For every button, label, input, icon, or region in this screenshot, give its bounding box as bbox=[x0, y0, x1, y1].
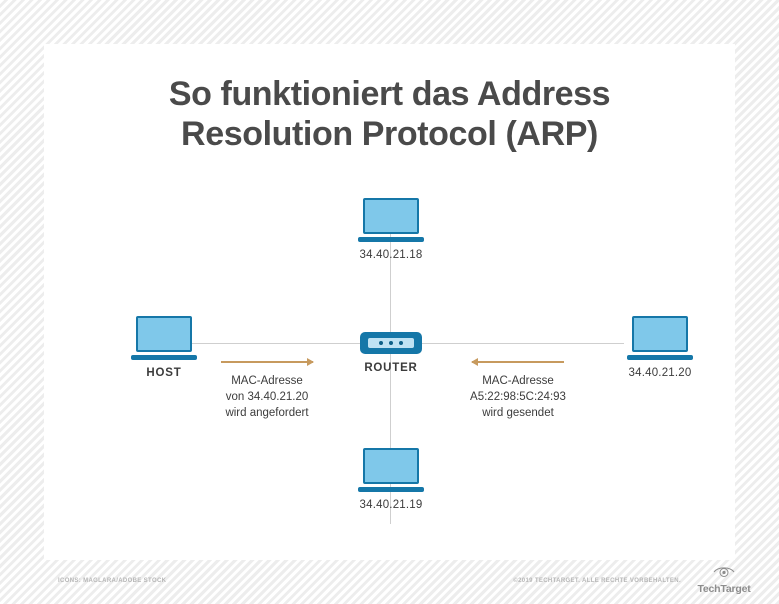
annotation-reply-text: MAC-Adresse A5:22:98:5C:24:93 wird gesen… bbox=[428, 373, 608, 421]
node-left-label: HOST bbox=[146, 367, 182, 379]
techtarget-wordmark: TechTarget bbox=[697, 583, 751, 595]
node-right-label: 34.40.21.20 bbox=[628, 367, 692, 379]
node-left-host: HOST bbox=[109, 316, 219, 379]
arrow-left-icon bbox=[471, 358, 564, 366]
node-bottom: 34.40.21.19 bbox=[336, 448, 446, 511]
content-card: So funktioniert das Address Resolution P… bbox=[44, 44, 735, 560]
arrow-shaft bbox=[221, 361, 313, 363]
arrow-right-icon bbox=[221, 358, 314, 366]
node-center-router: ROUTER bbox=[336, 332, 446, 374]
router-led-strip bbox=[368, 338, 414, 348]
laptop-icon bbox=[627, 316, 693, 360]
title-line-2: Resolution Protocol (ARP) bbox=[181, 115, 598, 153]
laptop-screen bbox=[632, 316, 688, 352]
arrow-head bbox=[471, 358, 478, 366]
arrow-shaft bbox=[472, 361, 564, 363]
router-label: ROUTER bbox=[364, 362, 418, 374]
node-top: 34.40.21.18 bbox=[336, 198, 446, 261]
copyright-notice: ©2019 TECHTARGET. ALLE RECHTE VORBEHALTE… bbox=[513, 578, 681, 584]
laptop-icon bbox=[131, 316, 197, 360]
annotation-request-line-2: von 34.40.21.20 bbox=[225, 391, 309, 403]
arrow-head bbox=[307, 358, 314, 366]
annotation-reply-line-2: A5:22:98:5C:24:93 bbox=[470, 391, 566, 403]
annotation-reply-line-3: wird gesendet bbox=[482, 407, 554, 419]
laptop-screen bbox=[136, 316, 192, 352]
annotation-request-line-3: wird angefordert bbox=[225, 407, 309, 419]
laptop-icon bbox=[358, 198, 424, 242]
annotation-reply-line-1: MAC-Adresse bbox=[482, 375, 554, 387]
connector-line-vertical bbox=[390, 224, 391, 524]
annotation-request: MAC-Adresse von 34.40.21.20 wird angefor… bbox=[177, 358, 357, 421]
laptop-base bbox=[358, 487, 424, 492]
router-led-dot bbox=[399, 341, 403, 345]
laptop-icon bbox=[358, 448, 424, 492]
router-icon bbox=[360, 332, 422, 354]
router-led-dot bbox=[379, 341, 383, 345]
icon-credit: ICONS: MAGLARA/ADOBE STOCK bbox=[58, 578, 167, 584]
laptop-screen bbox=[363, 198, 419, 234]
node-bottom-label: 34.40.21.19 bbox=[359, 499, 423, 511]
techtarget-logo: TechTarget bbox=[687, 565, 761, 597]
node-right: 34.40.21.20 bbox=[605, 316, 715, 379]
node-top-label: 34.40.21.18 bbox=[359, 249, 423, 261]
arp-network-diagram: 34.40.21.18 HOST 34.40.21.20 bbox=[44, 44, 735, 560]
page-title: So funktioniert das Address Resolution P… bbox=[44, 74, 735, 154]
annotation-request-text: MAC-Adresse von 34.40.21.20 wird angefor… bbox=[177, 373, 357, 421]
annotation-request-line-1: MAC-Adresse bbox=[231, 375, 303, 387]
laptop-base bbox=[131, 355, 197, 360]
router-led-dot bbox=[389, 341, 393, 345]
laptop-base bbox=[358, 237, 424, 242]
laptop-base bbox=[627, 355, 693, 360]
eye-icon bbox=[713, 567, 735, 577]
annotation-reply: MAC-Adresse A5:22:98:5C:24:93 wird gesen… bbox=[428, 358, 608, 421]
laptop-screen bbox=[363, 448, 419, 484]
title-line-1: So funktioniert das Address bbox=[168, 75, 611, 113]
